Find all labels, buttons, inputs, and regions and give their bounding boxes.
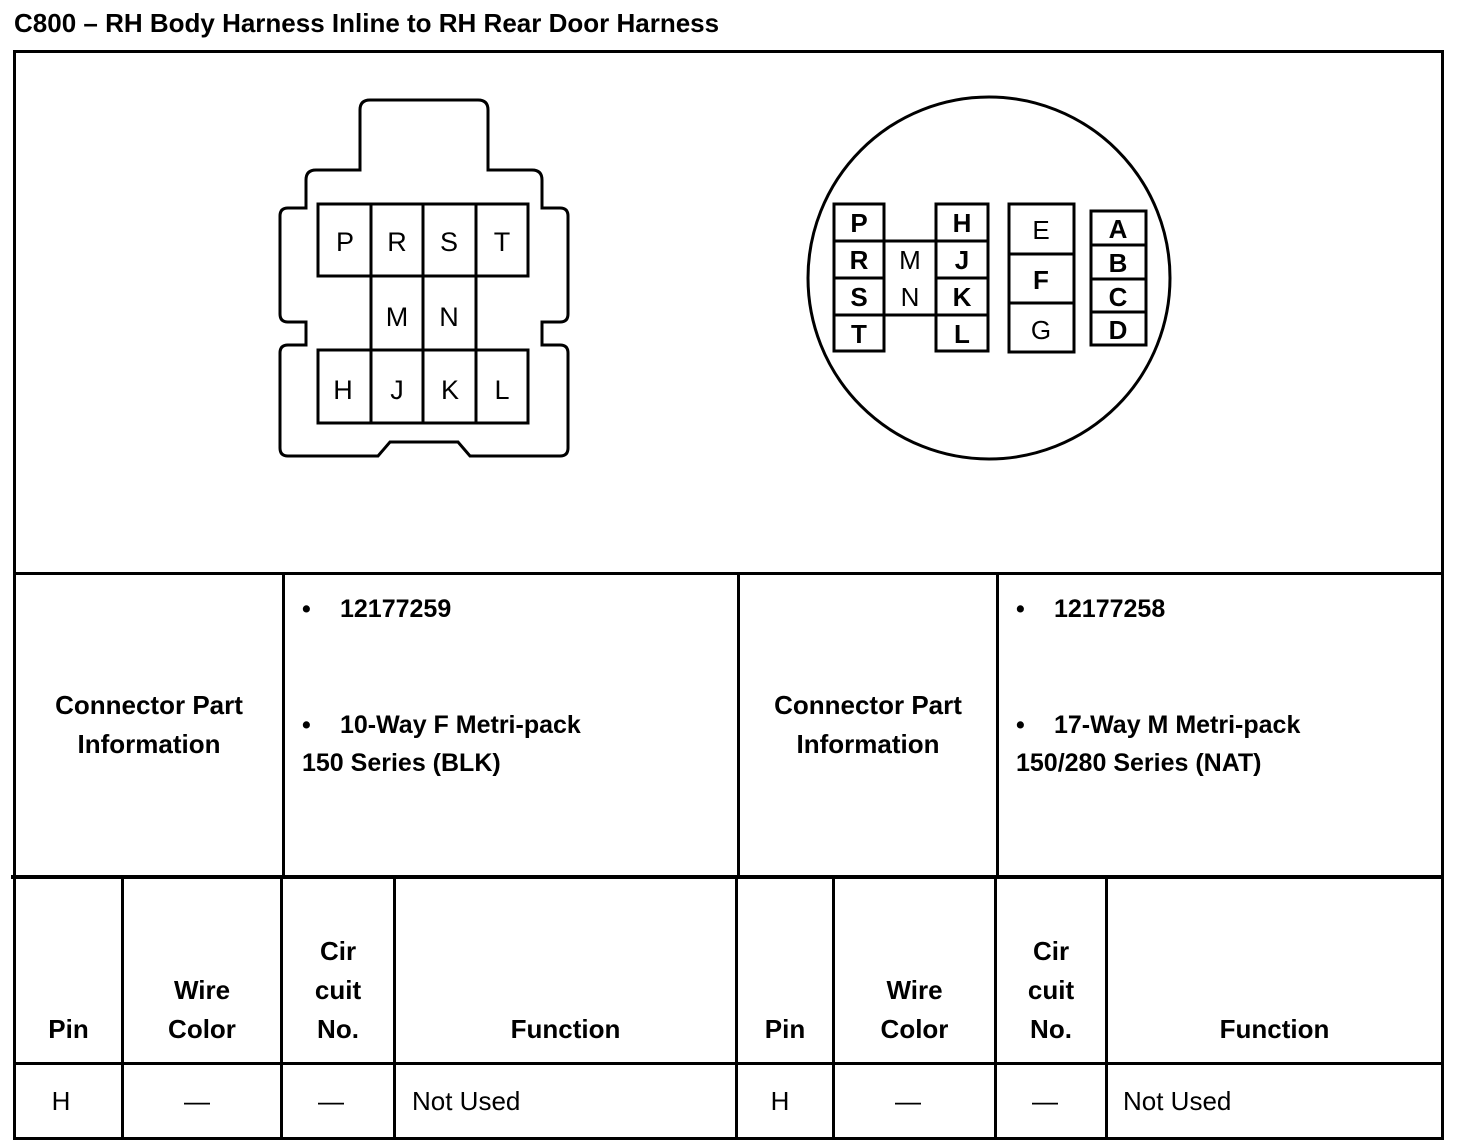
- table-col-line-5: [832, 877, 835, 1139]
- connector-info-label-left: Connector Part Information: [16, 686, 282, 764]
- pin-label: F: [1033, 265, 1049, 295]
- part-description-left: • 10-Way F Metri-pack 150 Series (BLK): [302, 706, 581, 782]
- part-number: 12177259: [340, 595, 452, 623]
- header-pin-right: Pin: [764, 1014, 806, 1044]
- part-number: 12177258: [1054, 595, 1166, 623]
- frame-bottom: [13, 1137, 1444, 1140]
- pin-label: H: [953, 208, 972, 238]
- pin-label: T: [851, 319, 867, 349]
- frame-top: [13, 50, 1444, 53]
- header-line: Cir: [1032, 936, 1070, 966]
- label-line: Information: [77, 729, 221, 759]
- frame-right: [1441, 50, 1444, 1140]
- row-function-right: Not Used: [1123, 1086, 1232, 1116]
- header-circuit-right: Cir cuit No.: [997, 932, 1105, 1049]
- pin-label: L: [954, 319, 970, 349]
- pin-label: M: [386, 302, 409, 332]
- label-line: Connector Part: [774, 690, 962, 720]
- pin-label: B: [1109, 248, 1128, 278]
- connector-face-right: P R S T M N H J K L E F G A B C D: [806, 95, 1172, 461]
- pin-label: L: [494, 375, 509, 405]
- label-line: Connector Part: [55, 690, 243, 720]
- row-wire-right: —: [895, 1086, 921, 1116]
- header-function-right: Function: [1219, 1014, 1330, 1044]
- info-col-line-1: [282, 572, 285, 877]
- header-line: cuit: [314, 975, 362, 1005]
- header-wire-color-right: Wire Color: [835, 971, 994, 1049]
- pin-label: S: [440, 227, 458, 257]
- row-pin-left: H: [51, 1086, 71, 1116]
- pin-label: E: [1032, 215, 1049, 245]
- frame-left: [13, 50, 16, 1140]
- table-col-line-2: [280, 877, 283, 1139]
- header-line: Wire: [173, 975, 231, 1005]
- bullet-icon: •: [302, 711, 311, 739]
- header-line: Wire: [886, 975, 943, 1005]
- description-line: 150 Series (BLK): [302, 749, 501, 777]
- pin-label: S: [850, 282, 867, 312]
- row-wire-left: —: [184, 1086, 210, 1116]
- header-line: Color: [880, 1014, 949, 1044]
- part-number-left: • 12177259: [302, 590, 451, 628]
- pin-label: T: [494, 227, 511, 257]
- header-pin-left: Pin: [48, 1014, 89, 1044]
- table-col-line-7: [1105, 877, 1108, 1139]
- bullet-icon: •: [302, 595, 311, 623]
- pin-label: A: [1109, 214, 1128, 244]
- header-line: No.: [317, 1014, 359, 1044]
- table-col-line-6: [994, 877, 997, 1139]
- pin-label: J: [390, 375, 404, 405]
- bullet-icon: •: [1016, 595, 1025, 623]
- divider-info-table: [11, 875, 1444, 879]
- divider-header-row: [13, 1062, 1444, 1065]
- description-line: 150/280 Series (NAT): [1016, 749, 1262, 777]
- header-line: Color: [168, 1014, 236, 1044]
- pin-label: K: [441, 375, 459, 405]
- part-description-right: • 17-Way M Metri-pack 150/280 Series (NAT…: [1016, 706, 1300, 782]
- bullet-icon: •: [1016, 711, 1025, 739]
- pin-label: N: [439, 302, 459, 332]
- pin-label: N: [901, 282, 920, 312]
- header-line: cuit: [1027, 975, 1075, 1005]
- table-col-line-1: [121, 877, 124, 1139]
- pin-label: D: [1109, 315, 1128, 345]
- divider-diagram-info: [13, 572, 1444, 575]
- pin-label: K: [953, 282, 972, 312]
- info-col-line-2: [737, 572, 740, 877]
- header-circuit-left: Cir cuit No.: [283, 932, 393, 1049]
- row-circuit-right: —: [1032, 1086, 1058, 1116]
- page-title: C800 – RH Body Harness Inline to RH Rear…: [14, 8, 720, 38]
- pin-label: H: [333, 375, 353, 405]
- header-function-left: Function: [510, 1014, 621, 1044]
- pin-label: P: [850, 208, 867, 238]
- pin-label: J: [955, 245, 969, 275]
- header-wire-color-left: Wire Color: [124, 971, 280, 1049]
- header-line: Cir: [319, 936, 357, 966]
- description-line: 10-Way F Metri-pack: [340, 711, 581, 739]
- info-col-line-3: [996, 572, 999, 877]
- connector-info-label-right: Connector Part Information: [740, 686, 996, 764]
- label-line: Information: [796, 729, 940, 759]
- pin-label: C: [1109, 282, 1128, 312]
- pin-label: R: [850, 245, 869, 275]
- row-circuit-left: —: [318, 1086, 344, 1116]
- pin-label: M: [899, 245, 921, 275]
- description-line: 17-Way M Metri-pack: [1054, 711, 1301, 739]
- part-number-right: • 12177258: [1016, 590, 1165, 628]
- header-line: No.: [1030, 1014, 1072, 1044]
- table-col-line-3: [393, 877, 396, 1139]
- table-col-line-4: [735, 877, 738, 1139]
- row-function-left: Not Used: [412, 1086, 521, 1116]
- pin-label: P: [336, 227, 354, 257]
- pin-label: G: [1031, 315, 1051, 345]
- pin-label: R: [387, 227, 407, 257]
- row-pin-right: H: [770, 1086, 790, 1116]
- connector-face-left: P R S T M N H J K L: [278, 98, 570, 458]
